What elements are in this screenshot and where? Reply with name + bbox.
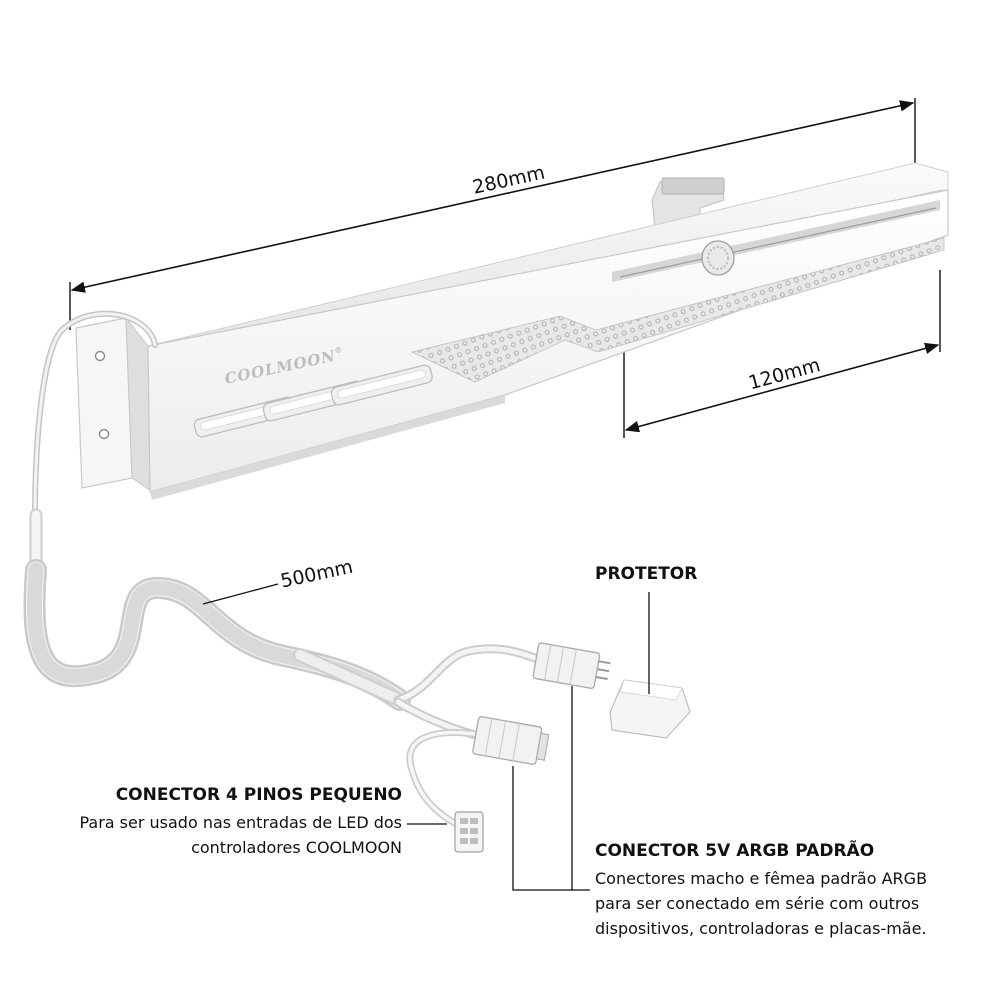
callout-lines <box>202 583 650 891</box>
argb-cable <box>23 310 545 829</box>
argb-connector-title: CONECTOR 5V ARGB PADRÃO <box>595 841 875 861</box>
argb-connector-lower <box>472 716 550 765</box>
small-connector-desc-line: Para ser usado nas entradas de LED dos <box>79 813 402 832</box>
argb-connector-desc-line: para ser conectado em série com outros <box>595 894 920 913</box>
argb-connector-desc-line: Conectores macho e fêmea padrão ARGB <box>595 869 928 888</box>
argb-connector-upper <box>532 642 611 689</box>
protector-cap <box>609 679 691 739</box>
small-connector-title: CONECTOR 4 PINOS PEQUENO <box>115 785 402 805</box>
argb-connector-desc-line: dispositivos, controladoras e placas-mãe… <box>595 919 927 938</box>
led-window-slots <box>193 364 433 438</box>
small-connector-desc-line: controladores COOLMOON <box>191 838 402 857</box>
dimension-label-extension: 120mm <box>746 354 822 394</box>
dimension-label-cable: 500mm <box>279 556 355 593</box>
gpu-support-bracket: COOLMOON® <box>75 162 949 500</box>
protector-title: PROTETOR <box>595 564 698 584</box>
small-4pin-connector <box>454 811 484 853</box>
